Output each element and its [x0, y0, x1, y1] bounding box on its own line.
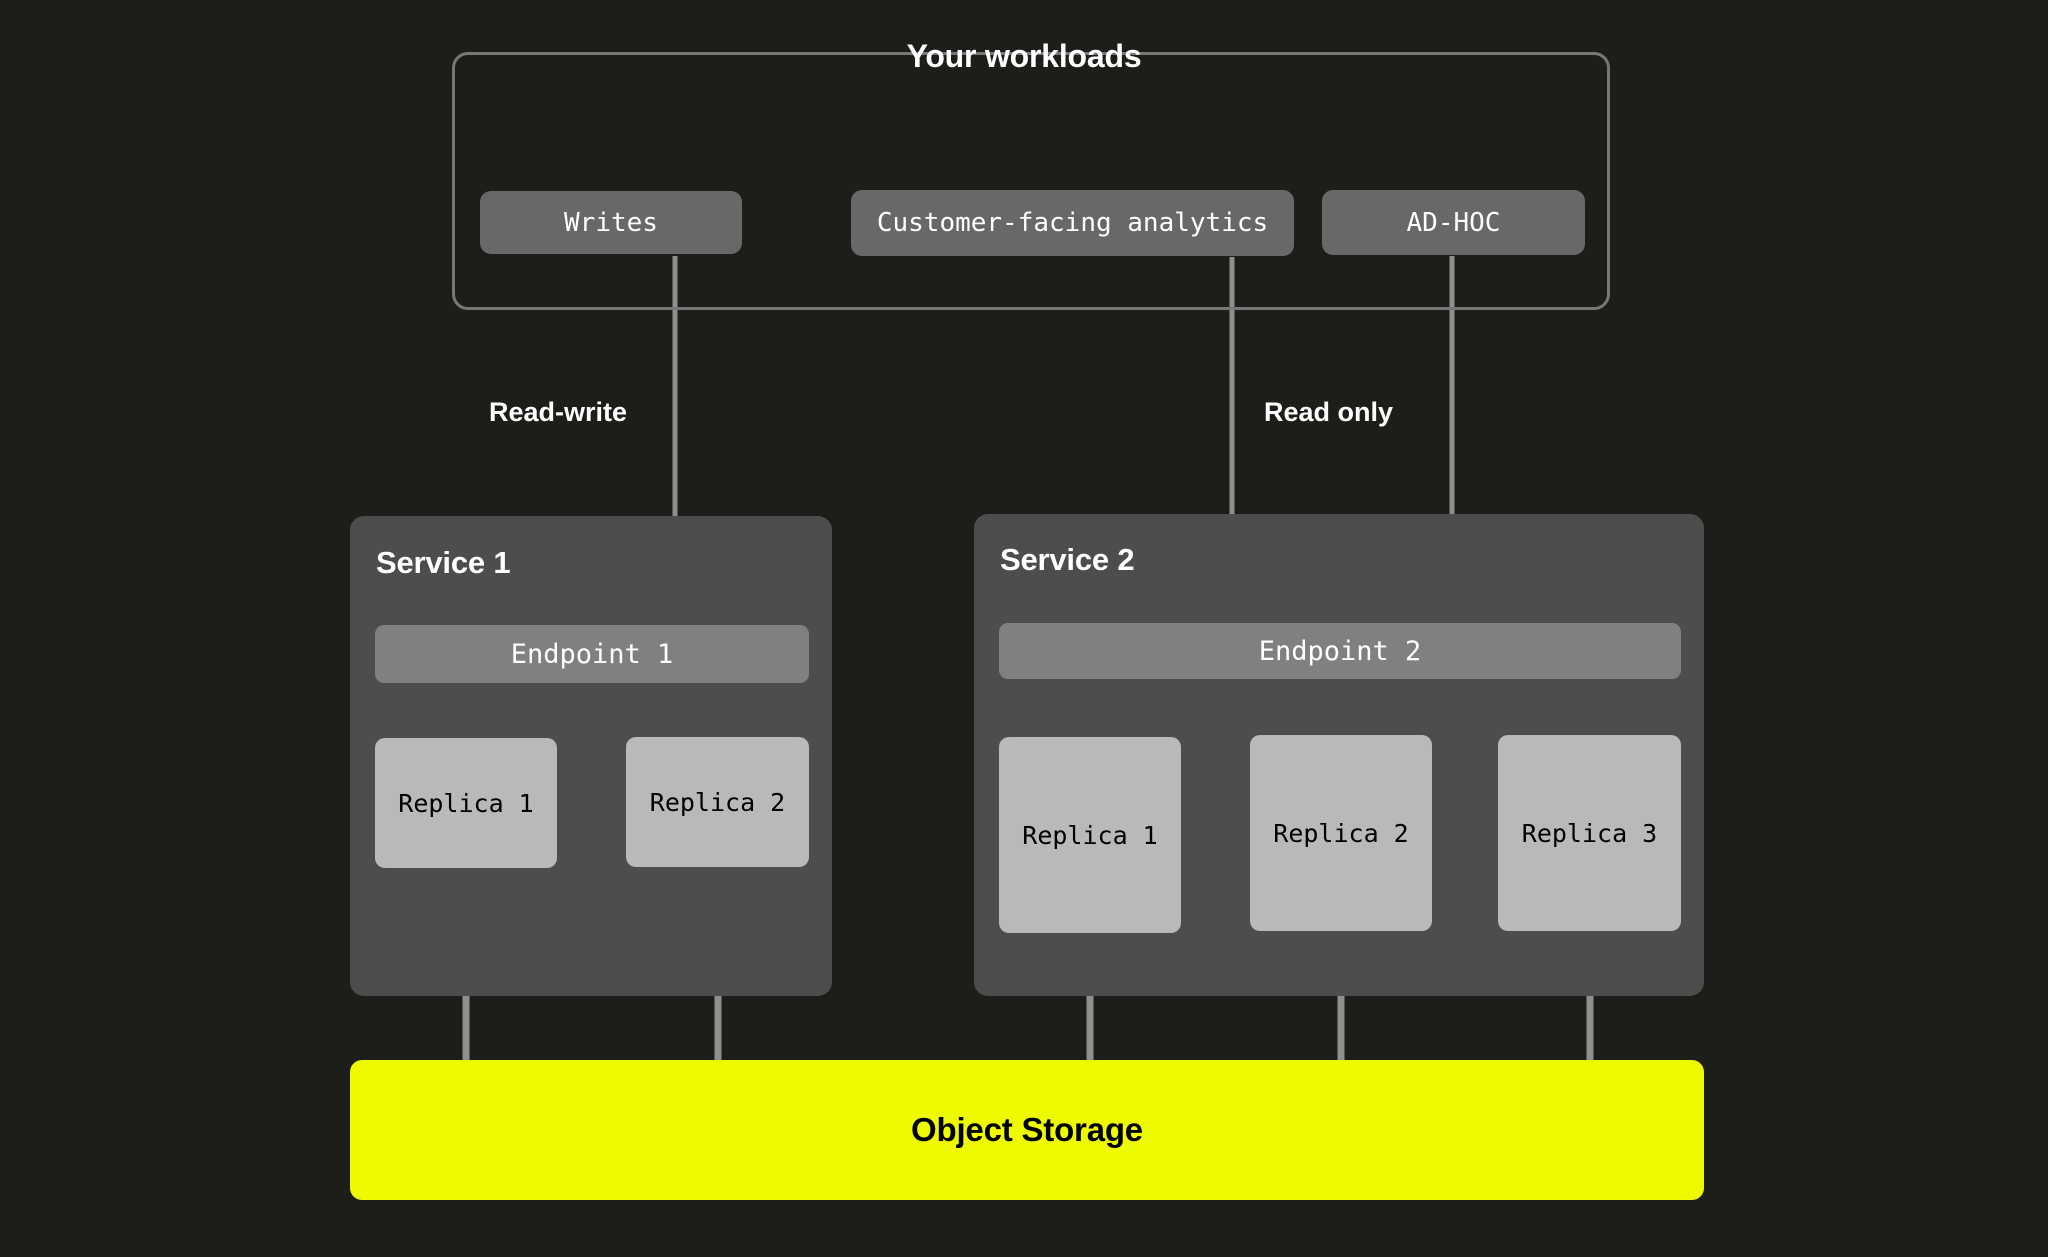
- service-1-title: Service 1: [376, 545, 511, 580]
- workloads-panel: [452, 52, 1610, 310]
- edge-label-read-write: Read-write: [489, 397, 628, 427]
- object-storage-bar[interactable]: Object Storage: [350, 1060, 1704, 1200]
- service-1-replica-2[interactable]: Replica 2: [626, 737, 809, 867]
- object-storage-label: Object Storage: [911, 1111, 1143, 1148]
- workload-chip-writes[interactable]: Writes: [480, 191, 742, 254]
- workload-chip-adhoc[interactable]: AD-HOC: [1322, 190, 1585, 255]
- service-2-endpoint[interactable]: Endpoint 2: [999, 623, 1681, 679]
- service-2-replica-1[interactable]: Replica 1: [999, 737, 1181, 933]
- service-2-replica-3[interactable]: Replica 3: [1498, 735, 1681, 931]
- edge-label-read-only: Read only: [1264, 397, 1394, 427]
- workload-chip-analytics[interactable]: Customer-facing analytics: [851, 190, 1294, 256]
- service-1-replica-1[interactable]: Replica 1: [375, 738, 557, 868]
- service-2-replica-2[interactable]: Replica 2: [1250, 735, 1432, 931]
- service-2-title: Service 2: [1000, 542, 1135, 577]
- service-1-endpoint[interactable]: Endpoint 1: [375, 625, 809, 683]
- workloads-panel-title: Your workloads: [906, 38, 1142, 74]
